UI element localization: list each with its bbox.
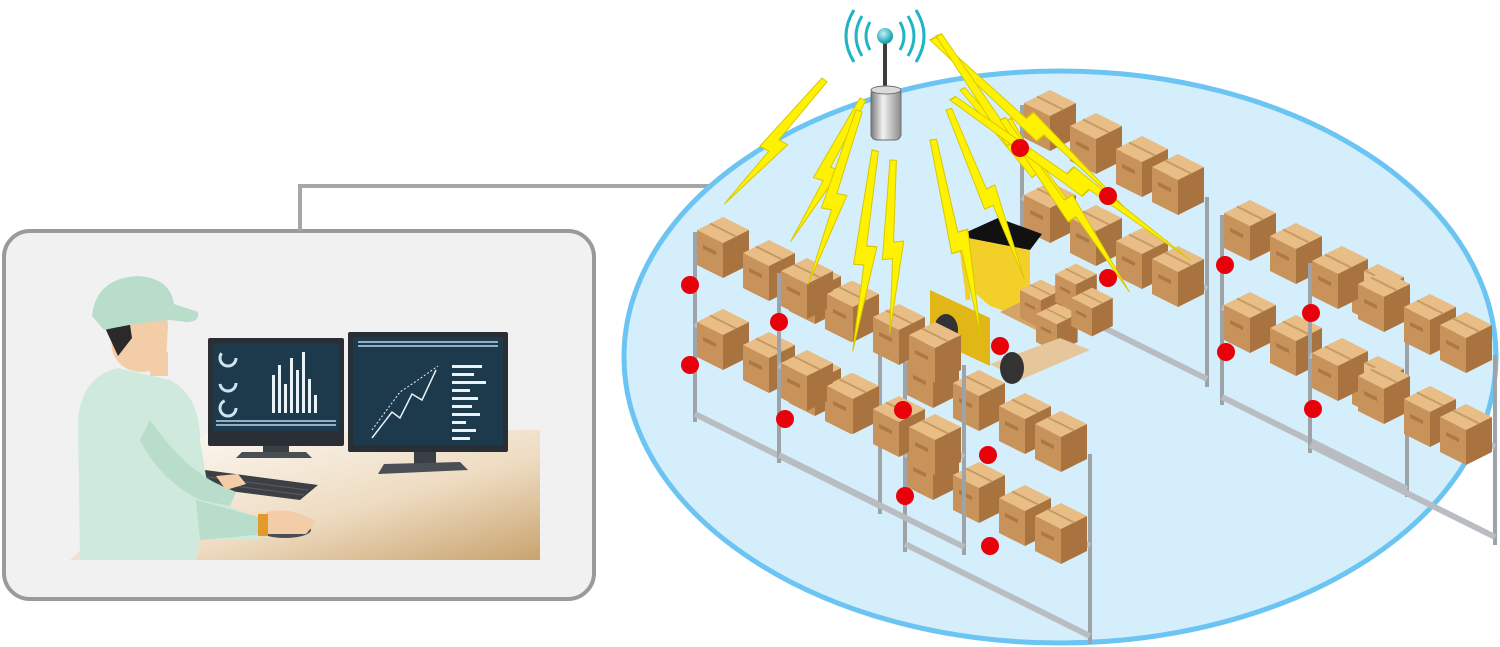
sensor-tag [1099,269,1117,287]
sensor-tag [981,537,999,555]
sensor-tag [1304,400,1322,418]
antenna [844,9,926,141]
sensor-tag [979,446,997,464]
sensor-tag [1216,256,1234,274]
operator-panel [2,229,596,601]
sensor-tag [896,487,914,505]
monitor-left [208,338,344,458]
signal-waves-icon [844,9,926,63]
sensor-tag [1099,187,1117,205]
sensor-tag [1011,139,1029,157]
sensor-tag [1217,343,1235,361]
sensor-tag [991,337,1009,355]
operator [78,276,316,560]
sensor-tag [1302,304,1320,322]
sensor-tag [894,401,912,419]
sensor-tags [681,139,1322,555]
sensor-tag [681,276,699,294]
monitor-right [348,332,508,474]
sensor-tag [776,410,794,428]
forklift [930,218,1114,384]
sensor-tag [770,313,788,331]
sensor-tag [681,356,699,374]
